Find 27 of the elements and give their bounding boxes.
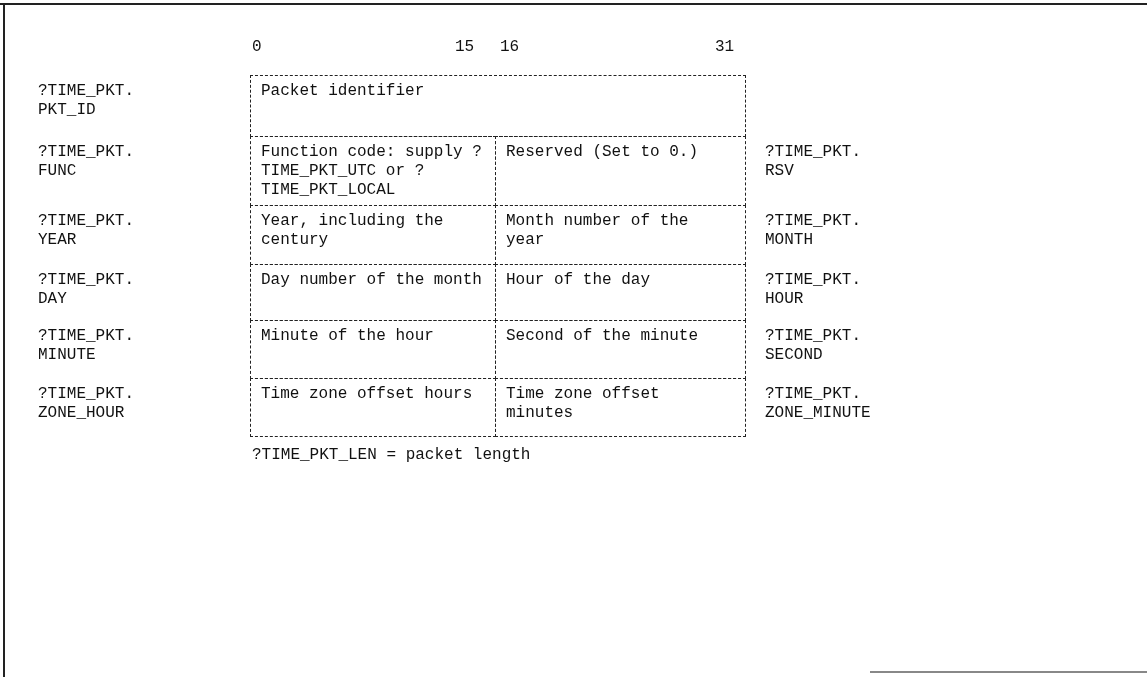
field-cell: Time zone offset minutes: [495, 378, 746, 437]
field-cell: Second of the minute: [495, 320, 746, 379]
field-cell: Month number of the year: [495, 205, 746, 265]
bit-number: 15: [455, 38, 475, 57]
field-name: ?TIME_PKT. PKT_ID: [38, 82, 135, 120]
field-cell: Hour of the day: [495, 264, 746, 321]
note: ?TIME_PKT_LEN = packet length: [252, 446, 531, 465]
field-name: ?TIME_PKT. ZONE_HOUR: [38, 385, 135, 423]
bit-number: 16: [500, 38, 520, 57]
field-name: ?TIME_PKT. FUNC: [38, 143, 135, 181]
field-name: ?TIME_PKT. MONTH: [765, 212, 862, 250]
bit-number: 0: [252, 38, 262, 57]
field-name: ?TIME_PKT. DAY: [38, 271, 135, 309]
field-cell: Reserved (Set to 0.): [495, 136, 746, 206]
field-cell: Function code: supply ?TIME_PKT_UTC or ?TIME_PKT_LOCAL: [250, 136, 496, 206]
field-name: ?TIME_PKT. RSV: [765, 143, 862, 181]
field-cell: Year, including the century: [250, 205, 496, 265]
field-name: ?TIME_PKT. HOUR: [765, 271, 862, 309]
field-cell: Packet identifier: [250, 75, 746, 137]
field-name: ?TIME_PKT. MINUTE: [38, 327, 135, 365]
field-name: ?TIME_PKT. SECOND: [765, 327, 862, 365]
field-cell: Time zone offset hours: [250, 378, 496, 437]
field-name: ?TIME_PKT. YEAR: [38, 212, 135, 250]
field-name: ?TIME_PKT. ZONE_MINUTE: [765, 385, 872, 423]
bit-number: 31: [715, 38, 735, 57]
field-cell: Day number of the month: [250, 264, 496, 321]
field-cell: Minute of the hour: [250, 320, 496, 379]
